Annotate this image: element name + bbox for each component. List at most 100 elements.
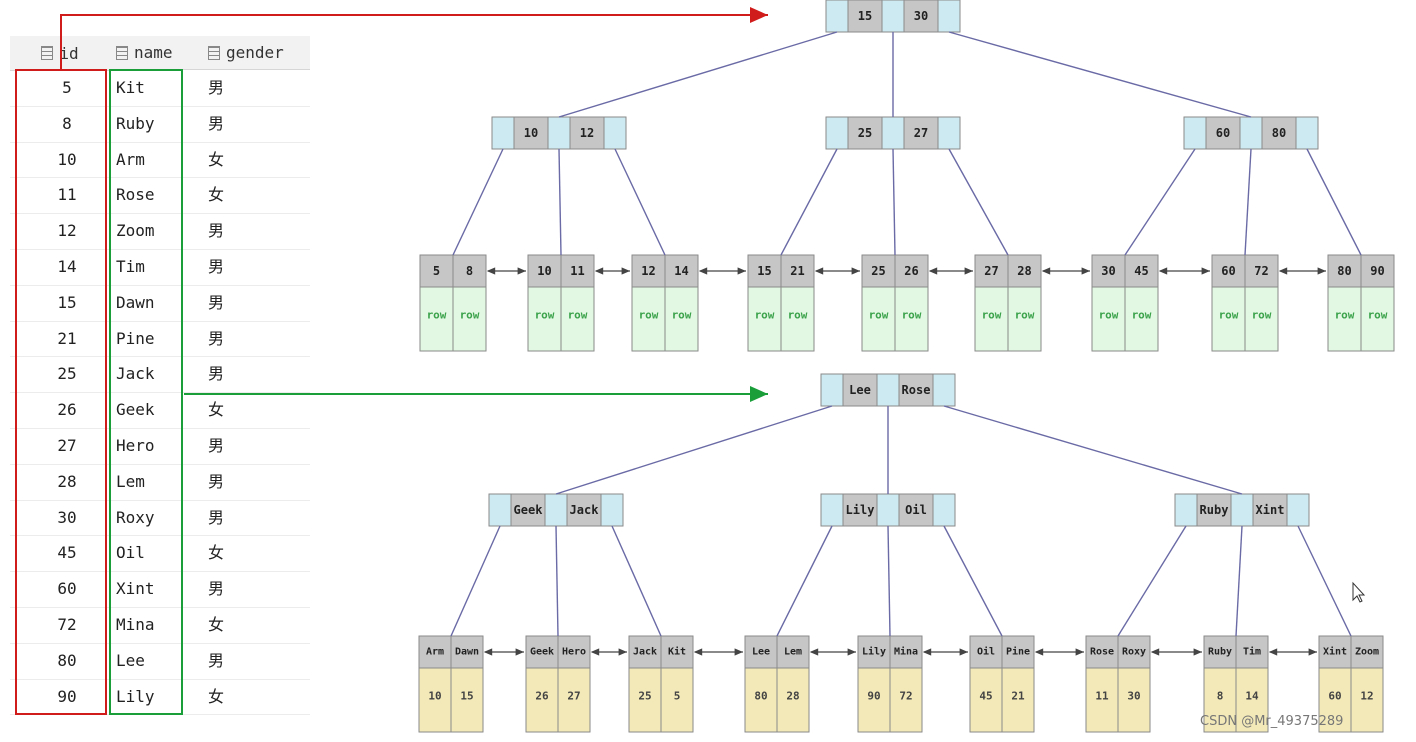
- leaf-data-cell: [1124, 286, 1159, 352]
- tree-edge: [558, 31, 838, 118]
- tree-edge: [776, 525, 833, 637]
- leaf-data-label: 8: [1217, 690, 1224, 703]
- leaf-data-label: row: [1132, 309, 1152, 322]
- name-cell: Zoom: [116, 221, 155, 241]
- leaf-data-cell: [525, 667, 559, 733]
- leaf-key-cell: [974, 254, 1009, 288]
- key-cell: [842, 373, 878, 407]
- leaf-key-label: 60: [1221, 264, 1235, 278]
- gender-cell: 女: [208, 686, 225, 706]
- header-name[interactable]: name: [110, 36, 202, 70]
- watermark: CSDN @Mr_49375289: [1200, 714, 1344, 729]
- pointer-cell: [491, 116, 515, 150]
- leaf-key-label: Arm: [426, 647, 444, 658]
- tree-edge: [555, 405, 833, 495]
- leaf-key-label: Rose: [1090, 647, 1114, 658]
- leaf-key-label: 90: [1370, 264, 1384, 278]
- leaf-data-label: row: [535, 309, 555, 322]
- leaf-key-cell: [527, 254, 562, 288]
- key-cell: [569, 116, 605, 150]
- id-cell: 26: [57, 400, 77, 420]
- leaf-data-label: 26: [535, 690, 549, 703]
- gender-cell: 男: [208, 364, 225, 384]
- pointer-cell: [603, 116, 627, 150]
- key-label: Jack: [570, 503, 600, 517]
- leaf-data-label: row: [788, 309, 808, 322]
- name-cell: Oil: [116, 543, 145, 563]
- leaf-key-cell: [560, 254, 595, 288]
- leaf-data-cell: [527, 286, 562, 352]
- key-label: 10: [524, 126, 538, 140]
- tree-edge: [1117, 525, 1187, 637]
- leaf-data-label: row: [755, 309, 775, 322]
- leaf-data-label: 21: [1011, 690, 1025, 703]
- tree-edge: [452, 148, 504, 256]
- cursor-icon: [1352, 581, 1366, 603]
- key-cell: [566, 493, 602, 527]
- id-column-highlight: [15, 69, 107, 715]
- pointer-cell: [881, 0, 905, 33]
- leaf-key-label: 12: [641, 264, 655, 278]
- leaf-key-label: 28: [1017, 264, 1031, 278]
- leaf-key-label: 21: [790, 264, 804, 278]
- leaf-data-cell: [857, 667, 891, 733]
- pointer-cell: [937, 116, 961, 150]
- leaf-data-label: row: [1099, 309, 1119, 322]
- pointer-cell: [488, 493, 512, 527]
- pointer-cell: [544, 493, 568, 527]
- header-gender[interactable]: gender: [202, 36, 310, 70]
- leaf-key-cell: [1091, 254, 1126, 288]
- key-label: Xint: [1256, 503, 1285, 517]
- id-cell: 28: [57, 471, 77, 491]
- gender-cell: 女: [208, 185, 225, 205]
- gender-cell: 女: [208, 615, 225, 634]
- key-label: Lee: [849, 383, 871, 397]
- id-cell: 11: [57, 185, 77, 205]
- id-cell: 14: [57, 257, 77, 276]
- leaf-data-label: 45: [979, 690, 992, 703]
- leaf-data-label: 10: [428, 690, 441, 703]
- key-cell: [898, 373, 934, 407]
- key-label: 25: [858, 126, 872, 140]
- leaf-data-cell: [974, 286, 1009, 352]
- leaf-data-cell: [1350, 667, 1384, 733]
- tree-edge: [892, 148, 896, 256]
- gender-cell: 男: [208, 113, 225, 133]
- leaf-data-label: row: [460, 309, 480, 322]
- pointer-cell: [1239, 116, 1263, 150]
- leaf-key-label: 5: [433, 264, 440, 278]
- tree-edge: [1124, 148, 1196, 256]
- id-cell: 72: [57, 615, 77, 634]
- leaf-data-cell: [1235, 667, 1269, 733]
- tree-edge: [1244, 148, 1252, 256]
- leaf-key-cell: [861, 254, 896, 288]
- leaf-key-label: Ruby: [1208, 647, 1232, 658]
- leaf-data-label: 25: [638, 690, 651, 703]
- pointer-cell: [820, 493, 844, 527]
